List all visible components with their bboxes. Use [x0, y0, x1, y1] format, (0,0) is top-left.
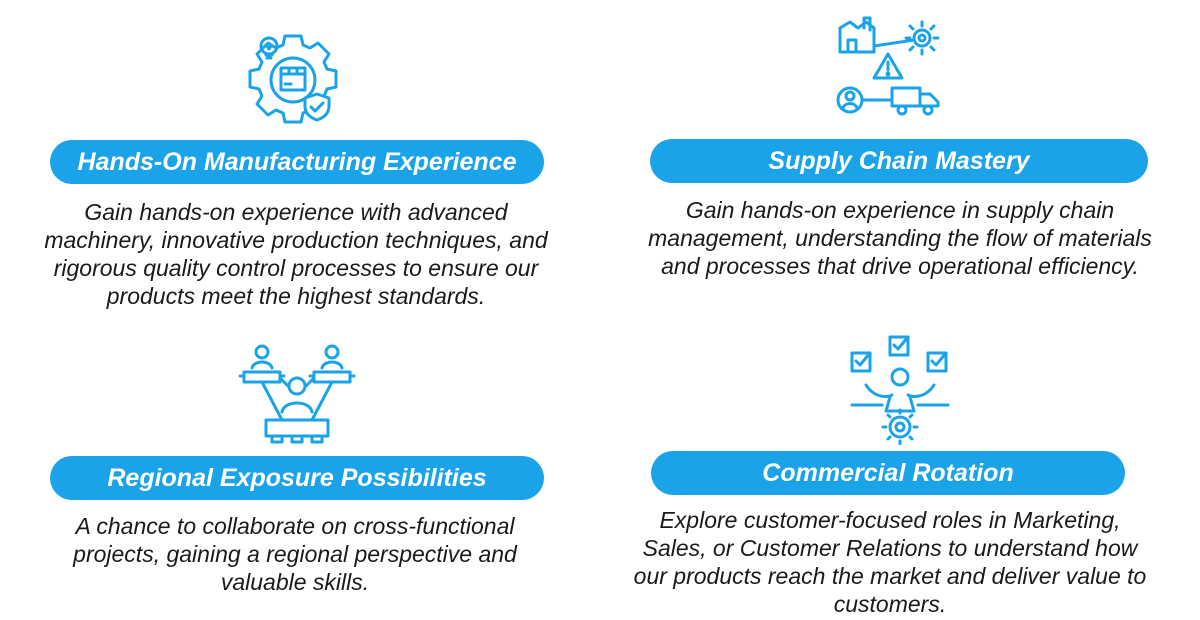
person-checklist-gear-icon — [846, 333, 954, 445]
card-title: Hands-On Manufacturing Experience — [50, 140, 544, 184]
card-title: Regional Exposure Possibilities — [50, 456, 544, 500]
gear-lightbulb-box-shield-icon — [245, 28, 341, 124]
card-title: Supply Chain Mastery — [650, 139, 1148, 183]
card-description: Gain hands-on experience with advanced m… — [44, 199, 548, 309]
card-description: Gain hands-on experience in supply chain… — [648, 197, 1152, 279]
card-description: A chance to collaborate on cross-functio… — [73, 513, 517, 595]
factory-network-truck-icon — [834, 12, 942, 120]
team-gears-network-icon — [238, 342, 356, 448]
card-description: Explore customer-focused roles in Market… — [633, 507, 1147, 617]
card-title: Commercial Rotation — [651, 451, 1125, 495]
